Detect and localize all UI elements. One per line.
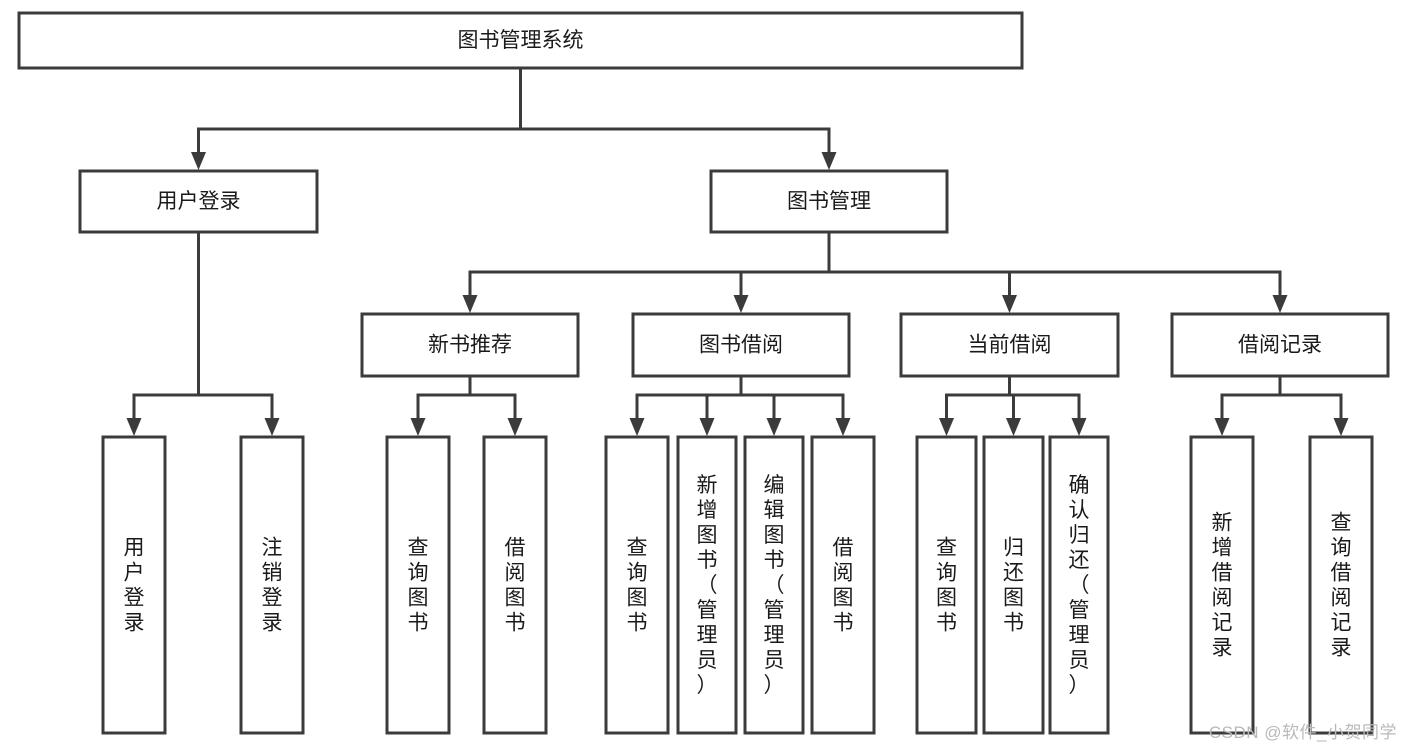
arrowhead-leaf-query-book-2 xyxy=(629,418,645,436)
node-leaf-edit-book[interactable]: 编辑图书（管理员） xyxy=(743,435,805,735)
node-label-leaf-confirm-return: 确认归还（管理员） xyxy=(1069,474,1090,697)
node-box-leaf-query-record[interactable] xyxy=(1308,435,1374,735)
node-label-new-book-rec: 新书推荐 xyxy=(428,334,512,357)
node-book-manage[interactable]: 图书管理 xyxy=(709,169,949,234)
node-box-current-borrow[interactable] xyxy=(899,312,1120,378)
arrowhead-leaf-confirm-return xyxy=(1071,418,1087,436)
node-leaf-borrow-book-2[interactable]: 借阅图书 xyxy=(810,435,876,735)
node-label-leaf-return-book: 归还图书 xyxy=(1003,537,1024,635)
arrowhead-leaf-query-book-3 xyxy=(939,418,954,436)
node-box-leaf-user-login[interactable] xyxy=(101,435,167,735)
node-box-borrow-record[interactable] xyxy=(1170,312,1390,378)
node-label-leaf-borrow-book-1: 借阅图书 xyxy=(505,537,526,635)
node-box-leaf-query-book-2[interactable] xyxy=(604,435,670,735)
nodes-layer: 图书管理系统用户登录图书管理新书推荐图书借阅当前借阅借阅记录用户登录注销登录查询… xyxy=(17,11,1390,735)
node-borrow-record[interactable]: 借阅记录 xyxy=(1170,312,1390,378)
arrowhead-borrow-record xyxy=(1272,295,1288,313)
node-box-leaf-query-book-1[interactable] xyxy=(385,435,451,735)
node-leaf-query-book-1[interactable]: 查询图书 xyxy=(385,435,451,735)
node-leaf-add-record[interactable]: 新增借阅记录 xyxy=(1189,435,1255,735)
node-label-leaf-query-book-1: 查询图书 xyxy=(408,537,429,635)
node-leaf-return-book[interactable]: 归还图书 xyxy=(982,435,1045,735)
node-current-borrow[interactable]: 当前借阅 xyxy=(899,312,1120,378)
arrowhead-user-login xyxy=(191,152,206,170)
node-leaf-confirm-return[interactable]: 确认归还（管理员） xyxy=(1048,435,1110,735)
node-box-leaf-add-record[interactable] xyxy=(1189,435,1255,735)
node-label-leaf-add-book: 新增图书（管理员） xyxy=(697,474,718,697)
arrowhead-leaf-borrow-book-2 xyxy=(835,418,851,436)
node-box-leaf-borrow-book-1[interactable] xyxy=(482,435,548,735)
node-root[interactable]: 图书管理系统 xyxy=(17,11,1024,70)
node-box-leaf-borrow-book-2[interactable] xyxy=(810,435,876,735)
node-leaf-borrow-book-1[interactable]: 借阅图书 xyxy=(482,435,548,735)
arrowhead-leaf-return-book xyxy=(1006,418,1021,436)
node-label-book-manage: 图书管理 xyxy=(787,190,871,213)
node-box-new-book-rec[interactable] xyxy=(360,312,580,378)
node-label-leaf-query-record: 查询借阅记录 xyxy=(1331,512,1352,660)
node-box-leaf-add-book[interactable] xyxy=(676,435,738,735)
node-leaf-query-record[interactable]: 查询借阅记录 xyxy=(1308,435,1374,735)
node-label-leaf-query-book-3: 查询图书 xyxy=(936,537,957,635)
arrowhead-leaf-user-login xyxy=(126,418,142,436)
node-label-root: 图书管理系统 xyxy=(458,29,584,52)
node-new-book-rec[interactable]: 新书推荐 xyxy=(360,312,580,378)
node-box-leaf-edit-book[interactable] xyxy=(743,435,805,735)
node-label-leaf-query-book-2: 查询图书 xyxy=(627,537,648,635)
node-label-borrow-record: 借阅记录 xyxy=(1238,334,1322,357)
arrowhead-book-borrow xyxy=(733,295,749,313)
node-box-root[interactable] xyxy=(17,11,1024,70)
node-box-leaf-return-book[interactable] xyxy=(982,435,1045,735)
node-leaf-add-book[interactable]: 新增图书（管理员） xyxy=(676,435,738,735)
node-label-current-borrow: 当前借阅 xyxy=(968,334,1052,357)
node-box-leaf-confirm-return[interactable] xyxy=(1048,435,1110,735)
node-label-leaf-logout: 注销登录 xyxy=(262,537,283,635)
arrowhead-leaf-edit-book xyxy=(766,418,782,436)
edges-layer xyxy=(126,66,1349,436)
node-box-leaf-logout[interactable] xyxy=(239,435,305,735)
watermark-label: CSDN @软件_小贺同学 xyxy=(1208,723,1397,742)
arrowhead-leaf-add-book xyxy=(699,418,715,436)
node-label-book-borrow: 图书借阅 xyxy=(699,334,783,357)
node-leaf-logout[interactable]: 注销登录 xyxy=(239,435,305,735)
arrowhead-leaf-logout xyxy=(264,418,280,436)
node-leaf-user-login[interactable]: 用户登录 xyxy=(101,435,167,735)
node-label-user-login: 用户登录 xyxy=(157,190,241,213)
arrowhead-current-borrow xyxy=(1002,295,1017,313)
arrowhead-leaf-borrow-book-1 xyxy=(507,418,523,436)
arrowhead-leaf-add-record xyxy=(1214,418,1230,436)
node-label-leaf-add-record: 新增借阅记录 xyxy=(1212,512,1233,660)
arrowhead-leaf-query-record xyxy=(1333,418,1349,436)
arrowhead-book-manage xyxy=(821,152,837,170)
node-box-book-manage[interactable] xyxy=(709,169,949,234)
node-box-leaf-query-book-3[interactable] xyxy=(915,435,978,735)
node-leaf-query-book-3[interactable]: 查询图书 xyxy=(915,435,978,735)
arrowhead-new-book-rec xyxy=(462,295,478,313)
node-box-book-borrow[interactable] xyxy=(631,312,851,378)
node-box-user-login[interactable] xyxy=(78,169,319,234)
node-book-borrow[interactable]: 图书借阅 xyxy=(631,312,851,378)
node-label-leaf-user-login: 用户登录 xyxy=(124,537,145,635)
node-label-leaf-edit-book: 编辑图书（管理员） xyxy=(764,474,785,697)
node-user-login[interactable]: 用户登录 xyxy=(78,169,319,234)
node-label-leaf-borrow-book-2: 借阅图书 xyxy=(833,537,854,635)
node-leaf-query-book-2[interactable]: 查询图书 xyxy=(604,435,670,735)
arrowhead-leaf-query-book-1 xyxy=(410,418,426,436)
